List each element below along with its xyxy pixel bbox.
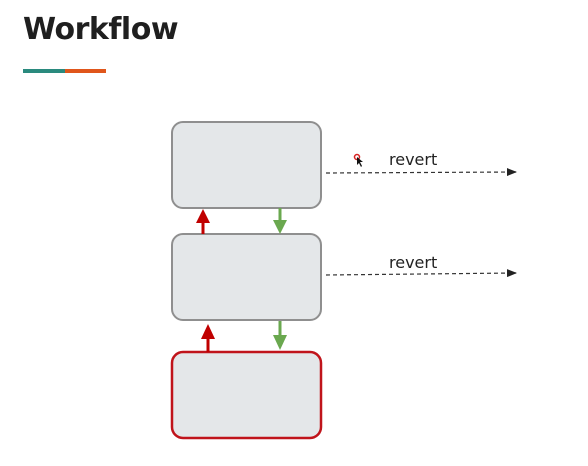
title-accent-bar xyxy=(23,69,106,73)
arrow-up-middle-to-top xyxy=(196,209,210,234)
arrow-down-top-to-middle xyxy=(273,208,287,234)
slide-title: Workflow xyxy=(23,12,179,47)
arrow-down-middle-to-bottom xyxy=(273,321,287,350)
workflow-box-bottom xyxy=(170,350,323,440)
arrow-up-bottom-to-middle xyxy=(201,324,215,352)
revert-arrow-top xyxy=(325,168,517,177)
workflow-box-top xyxy=(171,121,322,209)
accent-teal-segment xyxy=(23,69,65,73)
mouse-cursor-icon xyxy=(353,153,363,167)
revert-label-top: revert xyxy=(389,150,437,169)
accent-orange-segment xyxy=(65,69,106,73)
workflow-box-middle xyxy=(171,233,322,321)
revert-arrow-middle xyxy=(325,269,517,278)
revert-label-middle: revert xyxy=(389,253,437,272)
